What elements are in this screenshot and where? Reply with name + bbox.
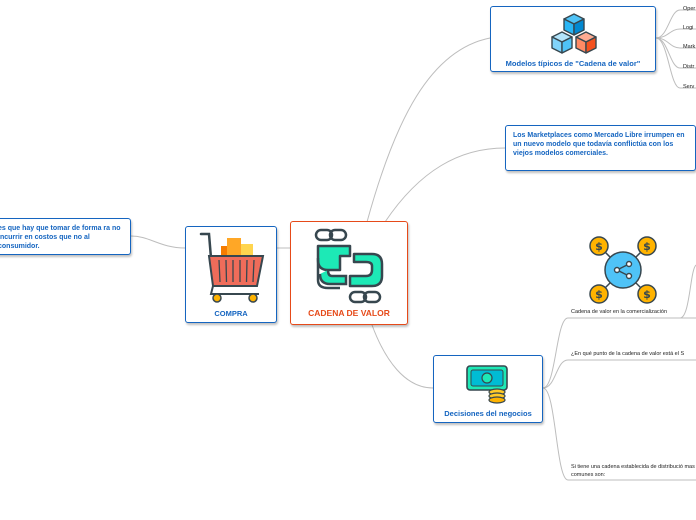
modelos-child-4[interactable]: Distr	[683, 64, 695, 70]
svg-text:$: $	[595, 240, 603, 253]
decisiones-child-1[interactable]: Cadena de valor en la comercialización	[571, 309, 667, 315]
compra-label: COMPRA	[214, 309, 248, 318]
svg-text:$: $	[643, 288, 651, 301]
modelos-child-2[interactable]: Logi	[683, 25, 694, 31]
decisiones-label: Decisiones del negocios	[444, 409, 532, 418]
modelos-label: Modelos típicos de "Cadena de valor"	[505, 59, 641, 68]
cubes-icon	[551, 13, 597, 54]
modelos-node[interactable]: Modelos típicos de "Cadena de valor"	[490, 6, 656, 72]
left-note-text: es que hay que tomar de forma ra no incu…	[0, 225, 121, 250]
decisiones-node[interactable]: Decisiones del negocios	[433, 355, 543, 423]
decisiones-child-3[interactable]: Si tiene una cadena establecida de distr…	[571, 464, 695, 478]
modelos-child-1[interactable]: Oper	[683, 6, 696, 12]
chain-link-icon	[314, 228, 384, 304]
shopping-cart-icon	[199, 232, 265, 303]
marketplaces-text: Los Marketplaces como Mercado Libre irru…	[513, 132, 685, 157]
compra-node[interactable]: COMPRA	[185, 226, 277, 323]
money-network-icon: $ $ $ $	[589, 236, 657, 304]
central-node[interactable]: CADENA DE VALOR	[290, 221, 408, 325]
svg-text:$: $	[595, 288, 603, 301]
svg-text:$: $	[643, 240, 651, 253]
marketplaces-node[interactable]: Los Marketplaces como Mercado Libre irru…	[505, 125, 696, 171]
left-note-node[interactable]: es que hay que tomar de forma ra no incu…	[0, 218, 131, 255]
decisiones-child-2[interactable]: ¿En qué punto de la cadena de valor está…	[571, 351, 685, 357]
central-label: CADENA DE VALOR	[308, 308, 390, 318]
modelos-child-3[interactable]: Mark	[683, 44, 696, 50]
money-icon	[466, 365, 508, 404]
modelos-child-5[interactable]: Serv	[683, 84, 695, 90]
